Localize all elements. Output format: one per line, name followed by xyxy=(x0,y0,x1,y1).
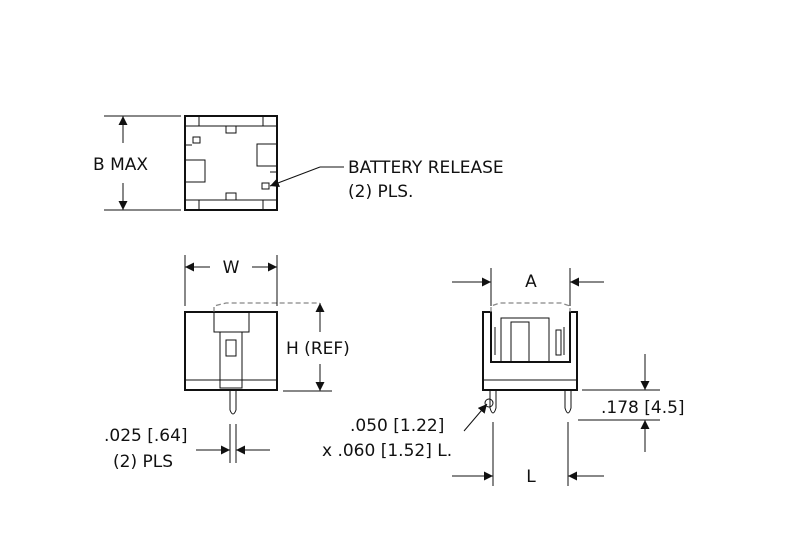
battery-release-label: BATTERY RELEASE xyxy=(348,158,504,178)
battery-release-tab-left xyxy=(192,136,201,144)
top-view xyxy=(184,115,278,211)
side-view xyxy=(482,302,578,414)
a-label: A xyxy=(525,272,537,292)
pin-size-label: .050 [1.22] xyxy=(350,416,444,436)
pin-height-label: .178 [4.5] xyxy=(601,398,685,418)
pin-width-label: .025 [.64] xyxy=(104,426,188,446)
b-max-label: B MAX xyxy=(93,155,148,175)
pin-count-label: (2) PLS xyxy=(113,452,173,472)
pin-length-label: x .060 [1.52] L. xyxy=(322,441,452,461)
w-label: W xyxy=(223,258,240,278)
front-view xyxy=(184,302,320,415)
b-max-dimension: B MAX xyxy=(93,115,181,211)
side-pin-right xyxy=(564,390,572,414)
side-pin-left xyxy=(489,390,497,414)
battery-release-callout: BATTERY RELEASE (2) PLS. xyxy=(269,158,504,202)
pin-size-callout: .050 [1.22] x .060 [1.52] L. xyxy=(322,403,488,461)
l-label: L xyxy=(526,467,536,487)
battery-release-tab-right xyxy=(261,182,270,190)
h-ref-label: H (REF) xyxy=(286,339,350,359)
battery-release-count: (2) PLS. xyxy=(348,182,413,202)
l-dimension: L xyxy=(452,422,604,487)
pin-width-dimension: .025 [.64] (2) PLS xyxy=(104,424,270,472)
pin-height-dimension: .178 [4.5] xyxy=(578,354,685,452)
a-dimension: A xyxy=(452,268,604,306)
h-ref-dimension: H (REF) xyxy=(283,303,350,392)
front-pin xyxy=(229,390,237,415)
w-dimension: W xyxy=(184,255,278,306)
